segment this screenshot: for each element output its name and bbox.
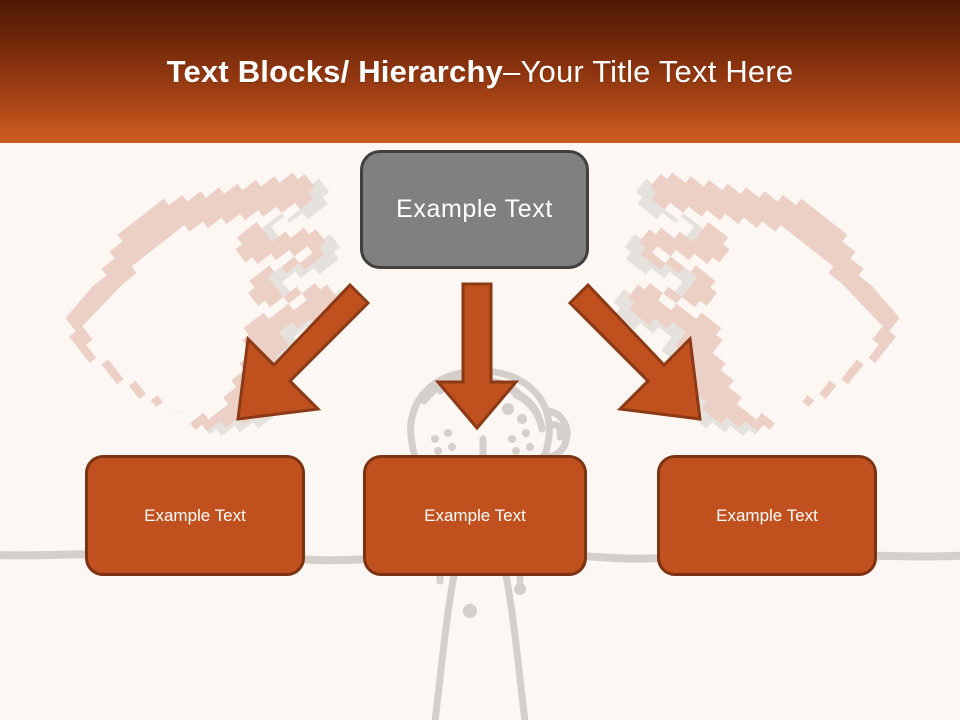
page-title-separator: –: [503, 53, 521, 89]
connector-arrow-down: [432, 282, 522, 437]
page-title: Text Blocks/ Hierarchy – Your Title Text…: [0, 0, 960, 143]
hierarchy-child-box-1[interactable]: Example Text: [85, 455, 305, 576]
hierarchy-child-box-3[interactable]: Example Text: [657, 455, 877, 576]
hierarchy-child-label-3: Example Text: [716, 505, 818, 525]
page-title-strong: Text Blocks/ Hierarchy: [166, 53, 504, 89]
hierarchy-parent-box[interactable]: Example Text: [360, 150, 589, 269]
connector-arrow-down-right: [565, 282, 710, 433]
hierarchy-parent-label: Example Text: [396, 195, 553, 224]
hierarchy-child-box-2[interactable]: Example Text: [363, 455, 587, 576]
page-title-light: Your Title Text Here: [520, 53, 794, 89]
hierarchy-child-label-2: Example Text: [424, 505, 526, 525]
title-bar: [0, 0, 960, 143]
hierarchy-child-label-1: Example Text: [144, 505, 246, 525]
connector-arrow-down-left: [228, 282, 373, 433]
